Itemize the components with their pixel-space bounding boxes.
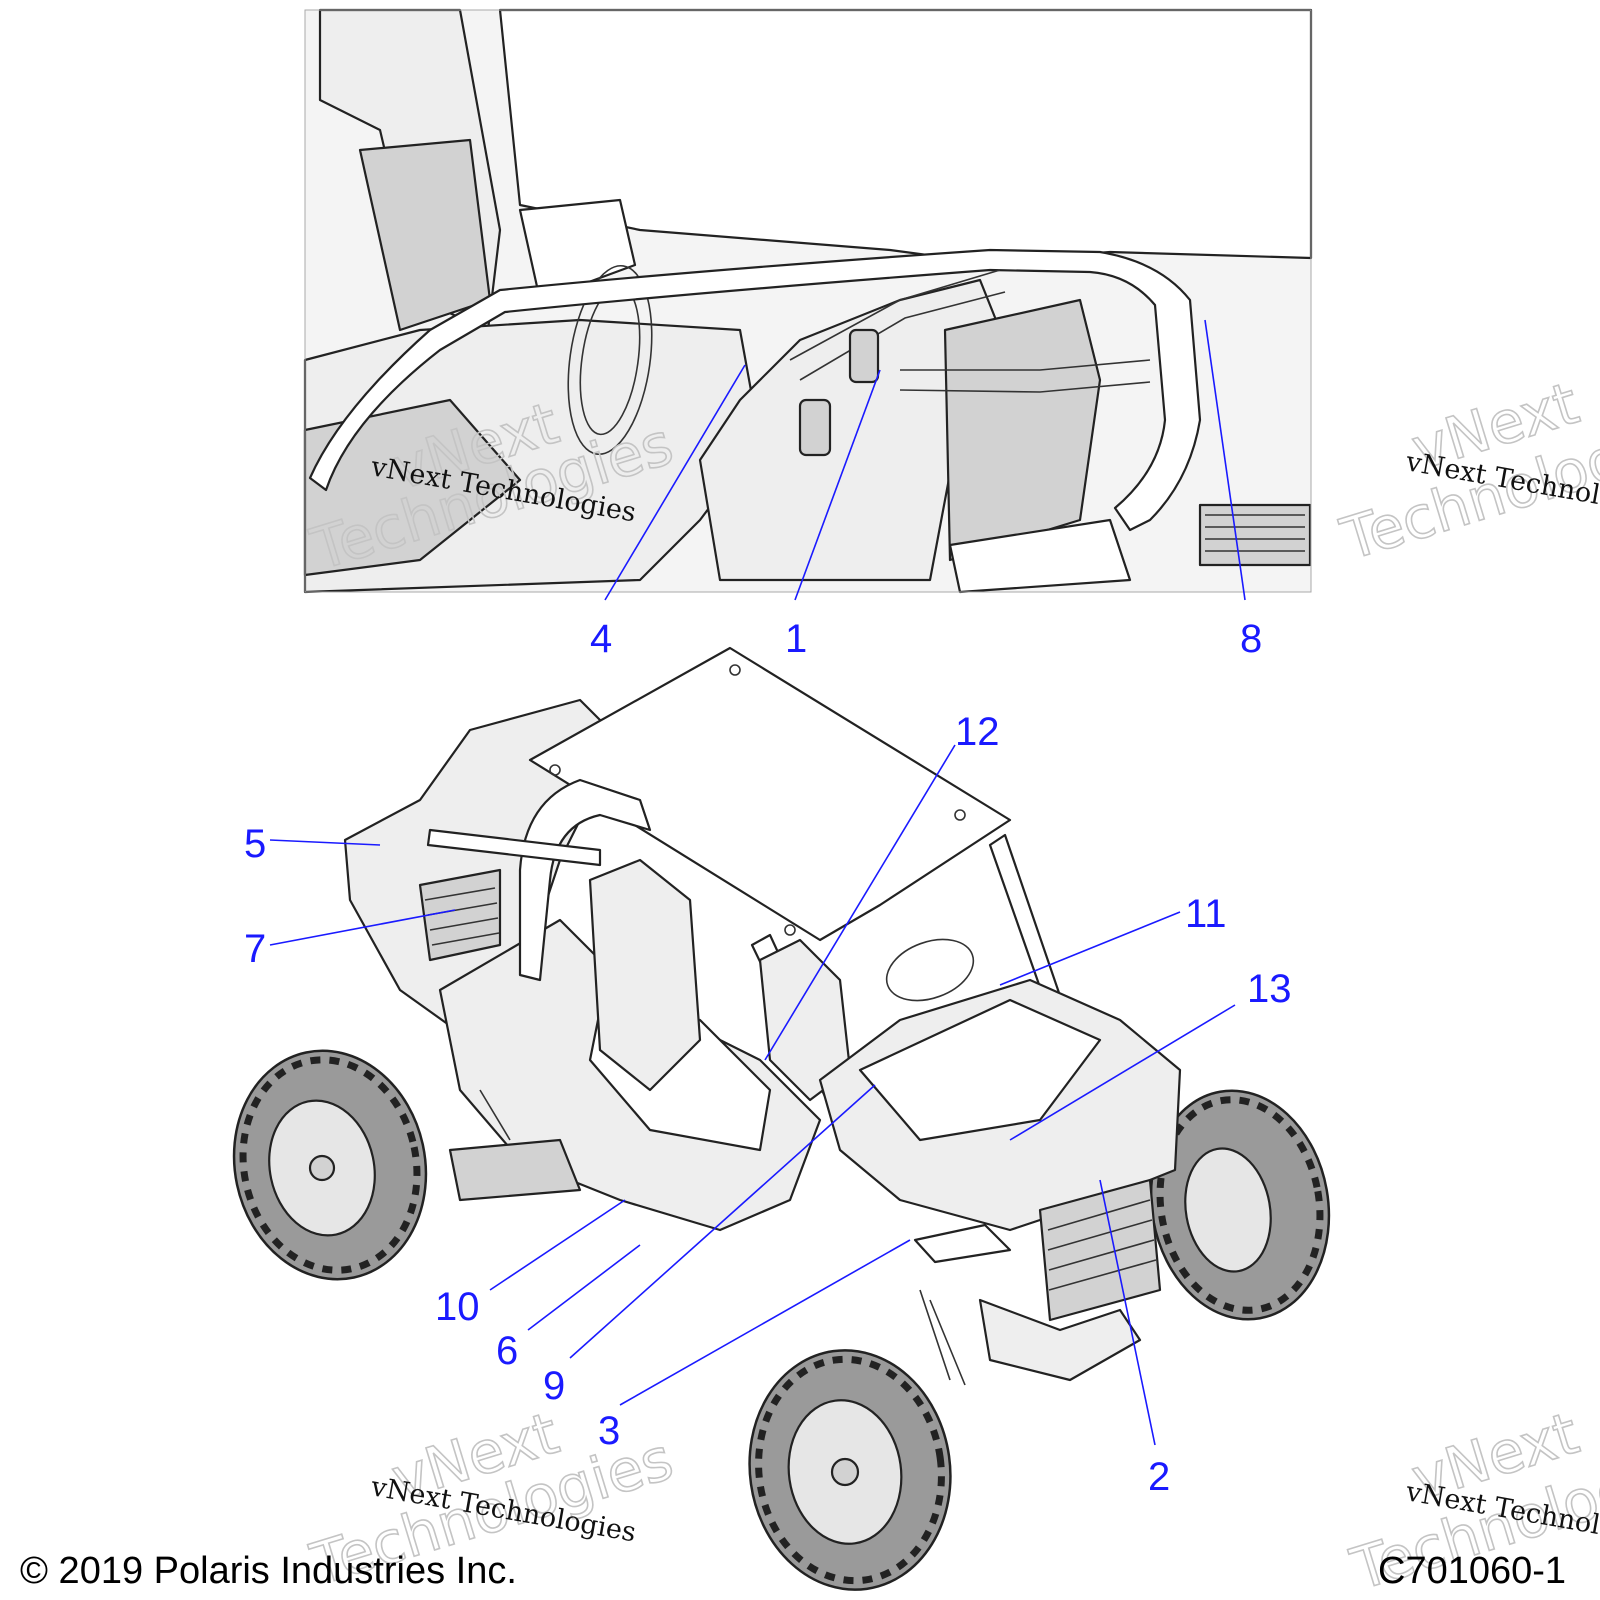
leader-10: [489, 1199, 626, 1291]
leader-4: [604, 364, 746, 601]
callout-4: 4: [590, 617, 612, 661]
leader-8: [1204, 319, 1246, 601]
callout-1: 1: [785, 617, 807, 661]
callout-6: 6: [496, 1329, 518, 1373]
callout-8: 8: [1240, 617, 1262, 661]
callout-7: 7: [244, 927, 266, 971]
diagram-code: C701060-1: [1378, 1550, 1566, 1592]
leader-6: [527, 1244, 641, 1331]
leader-11: [999, 911, 1181, 986]
callout-2: 2: [1148, 1455, 1170, 1499]
callout-9: 9: [543, 1364, 565, 1408]
callout-12: 12: [955, 710, 1000, 754]
vehicle-illustration: [232, 646, 1331, 1591]
callout-11: 11: [1185, 892, 1227, 936]
copyright-text: © 2019 Polaris Industries Inc.: [20, 1550, 517, 1592]
leader-2: [1099, 1179, 1156, 1446]
callout-5: 5: [244, 822, 266, 866]
leader-1: [794, 369, 881, 601]
leader-12: [764, 744, 956, 1061]
leader-lines: [269, 319, 1246, 1446]
footer: © 2019 Polaris Industries Inc. C701060-1: [20, 1550, 1566, 1592]
leader-7: [269, 909, 456, 946]
leader-9: [569, 1084, 876, 1359]
callout-3: 3: [598, 1409, 620, 1453]
leader-3: [619, 1239, 911, 1406]
leader-5: [269, 839, 381, 846]
callout-labels: 4 1 8 12 5 11 7 13 10 6 9 3 2: [244, 617, 1292, 1499]
leader-13: [1009, 1004, 1236, 1141]
cockpit-detail-view: [303, 8, 1313, 594]
callout-10: 10: [435, 1285, 480, 1329]
callout-13: 13: [1247, 967, 1292, 1011]
